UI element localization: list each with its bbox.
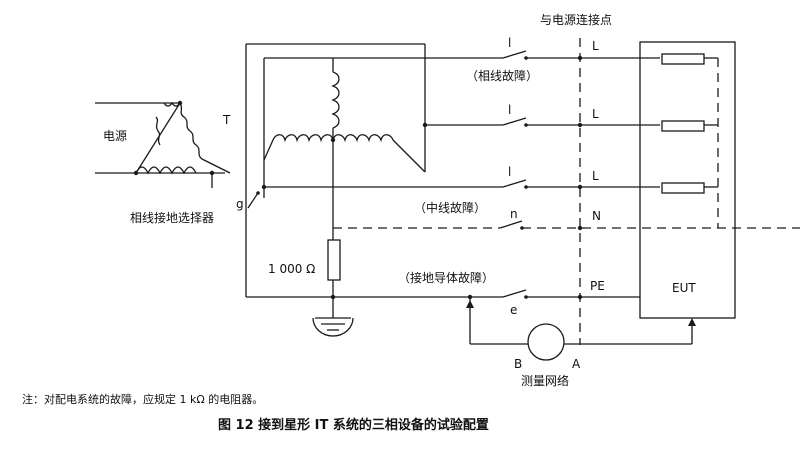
selector-switch-g <box>245 191 260 297</box>
measuring-network-label: 测量网络 <box>521 373 569 388</box>
neutral-fault-label: （中线故障） <box>414 200 486 215</box>
resistor-value-label: 1 000 Ω <box>268 262 315 276</box>
power-source-symbol <box>95 100 231 188</box>
eut-label: EUT <box>672 281 696 295</box>
switch-e-label: e <box>510 303 517 317</box>
ground-resistor <box>327 239 341 300</box>
phase-line-l2 <box>422 117 718 132</box>
phase-fault-label: （相线故障） <box>466 68 538 83</box>
terminal-l1-label: L <box>592 39 599 53</box>
meter-b-label: B <box>514 357 522 371</box>
phase-line-l1 <box>425 50 718 65</box>
switch-l2-label: l <box>508 103 511 117</box>
phase-ground-selector-label: 相线接地选择器 <box>130 210 214 225</box>
transformer-box <box>245 43 426 230</box>
neutral-line <box>333 58 800 231</box>
protective-earth-line <box>246 289 640 300</box>
connection-point-label: 与电源连接点 <box>540 12 612 27</box>
power-source-label: 电源 <box>103 129 127 143</box>
selector-g-label: g <box>236 197 244 211</box>
figure-caption: 图 12 接到星形 IT 系统的三相设备的试验配置 <box>218 417 489 433</box>
earth-symbol <box>312 297 354 337</box>
footnote: 注：对配电系统的故障，应规定 1 kΩ 的电阻器。 <box>22 392 263 406</box>
measuring-network <box>466 297 696 361</box>
meter-a-label: A <box>572 357 581 371</box>
star-winding <box>263 58 426 240</box>
transformer-label: T <box>222 113 231 127</box>
terminal-l2-label: L <box>592 107 599 121</box>
ground-conductor-fault-label: （接地导体故障） <box>398 270 494 285</box>
switch-l1-label: l <box>508 36 511 50</box>
terminal-pe-label: PE <box>590 279 605 293</box>
eut-box <box>639 41 736 319</box>
switch-l3-label: l <box>508 165 511 179</box>
switch-n-label: n <box>510 207 518 221</box>
terminal-n-label: N <box>592 209 601 223</box>
terminal-l3-label: L <box>592 169 599 183</box>
phase-line-l3 <box>261 179 718 194</box>
